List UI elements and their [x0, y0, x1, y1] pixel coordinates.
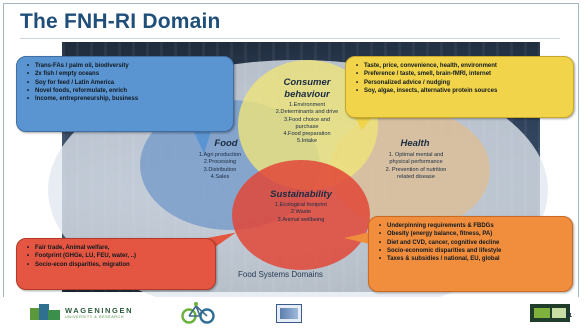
food-items: 1.Agri production 2.Processing 3.Distrib…: [170, 152, 270, 181]
health-title: Health: [400, 138, 430, 149]
callout-bullet: Personalized advice / nudging: [356, 79, 565, 88]
sustainability-circle: [232, 160, 370, 270]
sustainability-callout-box: Fair trade, Animal welfare, Footprint (G…: [16, 238, 216, 290]
callout-bullet: Soy, algae, insects, alternative protein…: [356, 87, 565, 96]
partner-logo-right-icon: [530, 304, 570, 322]
partner-bicycle-logo-icon: [181, 302, 215, 324]
food-title: Food: [214, 138, 238, 149]
consumer-title-line: behaviour: [284, 88, 330, 100]
consumer-item: purchase: [295, 123, 319, 130]
sustainability-title: Sustainability: [270, 189, 332, 200]
health-callout-box: Underpinning requirements & FBDGs Obesit…: [368, 216, 573, 292]
callout-bullet: Footprint (GHGe, LU, FEU, water, ..): [27, 252, 207, 261]
consumer-item: 4.Food preparation: [283, 131, 331, 138]
consumer-item: 5.Intake: [297, 138, 317, 145]
callout-bullet: Soy for feed / Latin America: [27, 79, 225, 88]
callout-bullet: Underpinning requirements & FBDGs: [379, 222, 564, 231]
consumer-title: Consumer behaviour: [262, 77, 352, 101]
health-item: 2. Prevention of nutrition: [385, 166, 447, 173]
consumer-items: 1.Environment 2.Determinants and drive 3…: [252, 102, 362, 146]
wageningen-mark-icon: [30, 304, 60, 320]
consumer-item: 1.Environment: [288, 102, 326, 108]
health-item: physical performance: [389, 159, 443, 166]
page-number: 21: [566, 313, 573, 319]
callout-bullet: Fair trade, Animal welfare,: [27, 244, 207, 253]
blue-callout-pointer: [192, 128, 212, 154]
callout-bullet: Socio-econ disparities, migration: [27, 261, 207, 270]
callout-bullet: 2x fish / empty oceans: [27, 70, 225, 79]
consumer-callout-box: Taste, price, convenience, health, envir…: [345, 56, 574, 118]
title-divider: [20, 38, 560, 39]
wageningen-logo-name: WAGENINGEN: [65, 305, 134, 315]
food-callout-box: Trans-FAs / palm oil, biodiversity 2x fi…: [16, 56, 234, 132]
wageningen-logo: WAGENINGEN UNIVERSITY & RESEARCH: [30, 304, 133, 320]
food-item: 1.Agri production: [198, 152, 242, 158]
consumer-title-line: Consumer: [283, 77, 331, 88]
orange-callout-pointer: [344, 232, 370, 244]
health-item: 1. Optimal mental and: [388, 152, 444, 158]
sustainability-item: 2.Waste: [290, 209, 312, 216]
callout-bullet: Novel foods, reformulate, enrich: [27, 87, 225, 96]
callout-bullet: Income, entrepreneurship, business: [27, 95, 225, 104]
consumer-item: 3.Food choice and: [283, 116, 331, 123]
sustainability-items: 1.Ecological footprint 2.Waste 3.Animal …: [251, 202, 351, 224]
callout-bullet: Obesity (energy balance, fitness, PA): [379, 230, 564, 239]
callout-bullet: Socio-economic disparities and lifestyle: [379, 247, 564, 256]
wageningen-logo-subtitle: UNIVERSITY & RESEARCH: [65, 314, 124, 319]
sustainability-item: 3.Animal wellbeing: [277, 216, 325, 223]
callout-bullet: Preference / taste, smell, brain-fMRI, i…: [356, 70, 565, 79]
callout-bullet: Trans-FAs / palm oil, biodiversity: [27, 62, 225, 71]
partner-logo-icon: [276, 304, 302, 323]
slide-title: The FNH-RI Domain: [20, 10, 221, 33]
food-systems-domains-label: Food Systems Domains: [238, 270, 323, 279]
callout-bullet: Taxes & subsidies / national, EU, global: [379, 255, 564, 264]
health-items: 1. Optimal mental and physical performan…: [366, 152, 466, 181]
callout-bullet: Taste, price, convenience, health, envir…: [356, 62, 565, 71]
food-item: 3.Distribution: [203, 166, 237, 173]
consumer-item: 2.Determinants and drive: [275, 109, 339, 116]
callout-bullet: Diet and CVD, cancer, cognitive decline: [379, 239, 564, 248]
sustainability-item: 1.Ecological footprint: [275, 202, 327, 208]
food-item: 4.Sales: [210, 173, 230, 180]
health-item: related disease: [397, 173, 435, 180]
food-item: 2.Processing: [203, 159, 237, 166]
